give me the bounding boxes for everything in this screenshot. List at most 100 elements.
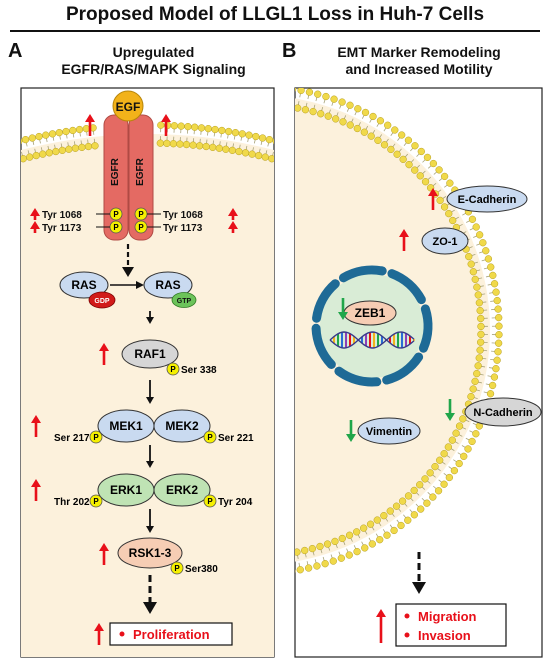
up-arrow-icon [99, 343, 109, 351]
lipid-head [296, 566, 304, 574]
lipid-head [468, 437, 476, 446]
panel-a-membrane [19, 121, 274, 163]
lipid-head [488, 381, 497, 390]
gdp-badge [88, 291, 116, 309]
bullet-icon [404, 613, 410, 619]
lipid-head [339, 118, 347, 126]
lipid-head [495, 322, 503, 330]
lipid-head [383, 531, 391, 539]
egf-label: EGF [116, 100, 141, 114]
mek1-site-label: Ser 217 [54, 433, 90, 444]
lipid-head [429, 493, 437, 501]
lipid-head [169, 140, 178, 148]
lipid-head [482, 247, 490, 255]
panel-b: ZEB1 E-Cadherin ZO-1 N-Cadherin Vimentin… [275, 84, 543, 658]
invasion-label: Invasion [418, 628, 471, 643]
lipid-head [446, 179, 454, 187]
lipid-head [65, 145, 73, 153]
lipid-head [473, 283, 481, 291]
lipid-head [42, 131, 50, 139]
ras-gtp-label: RAS [155, 278, 180, 292]
lipid-head [316, 542, 324, 551]
lipid-head [338, 98, 346, 106]
lipid-head [387, 145, 395, 154]
lipid-head [295, 88, 297, 92]
panel-b-title-line2: and Increased Motility [345, 61, 493, 77]
lipid-head [471, 275, 479, 284]
lipid-head [380, 512, 388, 520]
lipid-head [337, 554, 345, 562]
lipid-head [475, 299, 484, 307]
lipid-head [170, 122, 179, 130]
lipid-head [255, 151, 263, 160]
lipid-head [280, 569, 287, 576]
lipid-head [295, 548, 301, 556]
vimentin-label: Vimentin [366, 426, 413, 438]
panel-b-membrane [275, 84, 503, 576]
lipid-head [468, 215, 477, 223]
up-arrow-icon [30, 221, 40, 229]
tyr1173-left-label: Tyr 1173 [42, 223, 82, 234]
lipid-head [472, 430, 480, 438]
lipid-head [48, 130, 57, 138]
lipid-head [286, 103, 293, 110]
lipid-head [477, 338, 485, 346]
lipid-tail [275, 87, 276, 94]
lipid-head [494, 339, 503, 347]
nuclear-envelope-segment [312, 279, 340, 323]
lipid-head [410, 511, 418, 519]
lipid-head [176, 140, 184, 148]
lipid-head [91, 142, 99, 150]
erk2-label: ERK2 [166, 483, 198, 497]
lipid-head [486, 390, 495, 398]
lipid-head [39, 150, 47, 158]
lipid-head [436, 456, 444, 464]
lipid-head [245, 131, 253, 139]
rsk-label: RSK1-3 [129, 546, 172, 560]
lipid-head [71, 144, 80, 152]
lipid-head [163, 139, 171, 148]
cascade-arrow-head [146, 317, 154, 324]
lipid-head [429, 159, 438, 168]
lipid-head [366, 520, 375, 528]
lipid-head [281, 84, 288, 91]
up-arrow-icon [228, 221, 238, 229]
raf1-protein [121, 339, 179, 369]
lipid-head [467, 260, 475, 268]
zeb1-label: ZEB1 [355, 306, 386, 320]
motility-box [395, 603, 507, 647]
lipid-head [367, 132, 375, 140]
lipid-head [423, 499, 431, 507]
lipid-head [189, 141, 197, 149]
lipid-head [78, 143, 86, 152]
nuclear-envelope-segment [311, 323, 336, 370]
lipid-head [297, 88, 305, 95]
lipid-head [384, 121, 392, 129]
lipid-head [445, 473, 454, 482]
lipid-head [475, 354, 483, 362]
lipid-head [411, 166, 419, 174]
lipid-head [69, 126, 77, 135]
lipid-head [324, 112, 332, 120]
lipid-tail [19, 141, 21, 148]
lipid-head [459, 415, 467, 423]
gdp-label: GDP [94, 298, 110, 305]
cascade-arrow-head [146, 526, 154, 533]
lipid-head [434, 487, 443, 495]
lipid-head [411, 142, 419, 150]
lipid-head [421, 178, 430, 186]
lipid-head [477, 314, 485, 323]
lipid-head [405, 160, 413, 169]
lipid-head [228, 146, 237, 155]
lipid-head [330, 95, 338, 103]
figure-title: Proposed Model of LLGL1 Loss in Huh-7 Ce… [65, 4, 485, 25]
proliferation-label: Proliferation [133, 627, 210, 642]
lipid-head [374, 136, 382, 144]
panel-b-title-line1: EMT Marker Remodeling [337, 44, 501, 60]
lipid-head [444, 443, 453, 451]
panel-a-cascade-arrows [146, 311, 154, 533]
lipid-head [393, 150, 401, 158]
panel-a: EGFR EGFR EGF P P P P Tyr 1068 Tyr 1173 … [19, 87, 275, 658]
lipid-head [368, 540, 376, 548]
n-cadherin-label: N-Cadherin [473, 407, 533, 419]
